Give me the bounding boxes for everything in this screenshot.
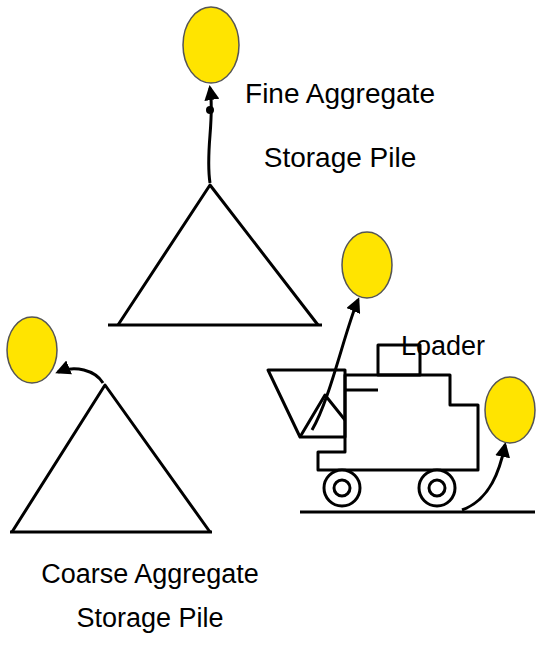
emission-arrow bbox=[462, 445, 505, 510]
arrow-dot bbox=[206, 106, 214, 114]
coarse-pile-base bbox=[10, 531, 212, 534]
pile-label: Coarse Aggregate Storage Pile bbox=[5, 552, 295, 640]
pile-label: Fine Aggregate Storage Pile bbox=[225, 62, 455, 190]
emission-point bbox=[183, 7, 239, 83]
coarse-pile bbox=[12, 385, 210, 532]
loader-wheels bbox=[324, 470, 455, 506]
fine-pile-base bbox=[108, 324, 322, 327]
machine-label: Loader bbox=[388, 328, 498, 364]
emission-point bbox=[342, 232, 392, 298]
fine-pile bbox=[118, 185, 318, 325]
loader-machine bbox=[268, 345, 535, 512]
emission-arrow bbox=[209, 88, 212, 183]
emission-point bbox=[485, 377, 535, 443]
emission-point bbox=[7, 317, 57, 383]
emission-arrow bbox=[312, 300, 358, 430]
emission-arrow bbox=[58, 369, 103, 383]
